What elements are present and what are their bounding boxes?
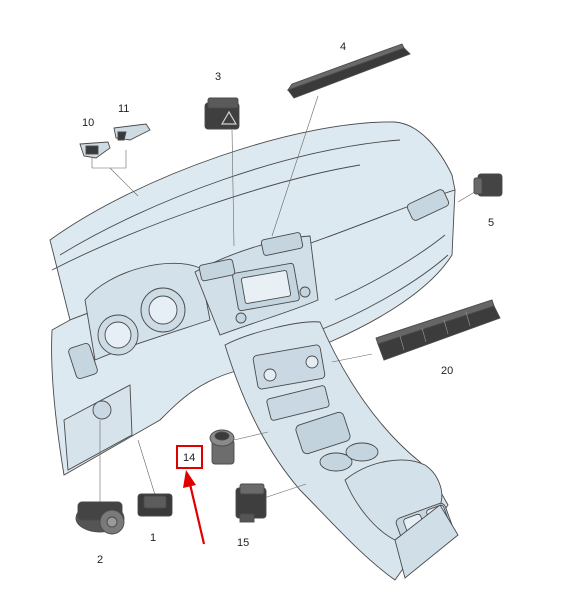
leader-4 — [271, 95, 319, 237]
highlight-arrow-head — [183, 470, 196, 488]
right-air-vent — [406, 189, 450, 221]
part-15-console-switch — [235, 483, 267, 523]
callout-11: 11 — [118, 103, 129, 115]
climate-knob-left — [263, 368, 277, 382]
callout-1: 1 — [150, 532, 156, 544]
console-storage-tray — [295, 411, 351, 455]
part-20-switch-dividers — [399, 311, 471, 351]
light-switch-socket — [92, 400, 112, 420]
leader-1 — [137, 439, 157, 499]
gauge-right-inner — [148, 295, 178, 325]
part-3-hazard-switch — [204, 97, 240, 130]
part-5-face — [473, 177, 483, 195]
dashboard-illustration — [49, 121, 459, 581]
highlight-box — [176, 445, 203, 469]
part-14-power-socket — [209, 429, 235, 465]
part-20-top — [375, 299, 495, 345]
callout-3: 3 — [215, 71, 221, 83]
part-11-tab — [117, 131, 127, 141]
infotainment-screen-inner — [240, 270, 292, 304]
leader-15 — [263, 483, 307, 499]
part-4-switch-strip — [286, 43, 411, 99]
infotainment-knob-right — [299, 286, 311, 298]
part-2-knob-center — [106, 516, 118, 528]
part-20-switch-bank — [375, 299, 501, 361]
center-vent-right — [260, 232, 304, 256]
left-knee-panel — [63, 384, 133, 471]
highlight-arrow-shaft — [188, 483, 206, 545]
callout-5: 5 — [488, 217, 494, 229]
infotainment-knob-left — [235, 312, 247, 324]
hazard-triangle-icon — [220, 110, 238, 125]
dashboard-ridge-2 — [51, 164, 361, 271]
part-3-face — [207, 97, 239, 109]
climate-knob-right — [305, 355, 319, 369]
glovebox-outline-2 — [319, 254, 449, 331]
cup-holder-1 — [319, 452, 353, 472]
console-switch-bank — [266, 385, 330, 421]
callout-2: 2 — [97, 554, 103, 566]
callout-4: 4 — [340, 41, 346, 53]
callout-10: 10 — [82, 117, 94, 129]
part-1-face — [143, 495, 167, 509]
leader-10-11-bracket — [91, 150, 127, 169]
callout-20: 20 — [441, 365, 453, 377]
part-10-trim-clip — [79, 141, 111, 159]
callout-15: 15 — [237, 537, 249, 549]
parts — [75, 43, 503, 535]
leader-14 — [233, 431, 269, 441]
part-15-face — [239, 483, 265, 495]
gauge-left-inner — [104, 321, 132, 349]
left-air-vent — [68, 342, 98, 380]
callouts: 4 3 10 11 5 20 14 1 2 15 — [82, 41, 494, 566]
leader-10-11-to-dash — [109, 167, 139, 197]
leader-lines — [91, 95, 479, 508]
part-1-switch — [137, 493, 173, 517]
dashboard-ridge — [59, 139, 401, 256]
part-11-trim-cover — [113, 123, 151, 141]
part-4-face — [286, 43, 405, 91]
center-vent-left — [198, 258, 236, 282]
leader-20 — [331, 353, 373, 363]
part-10-tab — [85, 145, 99, 155]
part-14-opening — [214, 431, 230, 441]
part-15-connector — [239, 513, 255, 523]
part-5-side-switch — [473, 173, 503, 197]
part-2-light-switch — [75, 501, 125, 535]
cup-holder-2 — [345, 442, 379, 462]
callout-14: 14 — [183, 452, 195, 464]
leader-3 — [231, 129, 235, 247]
highlight-marker — [176, 445, 206, 545]
part-4-body — [287, 47, 411, 99]
glovebox-outline — [334, 234, 446, 301]
console-rear-base — [394, 504, 459, 579]
